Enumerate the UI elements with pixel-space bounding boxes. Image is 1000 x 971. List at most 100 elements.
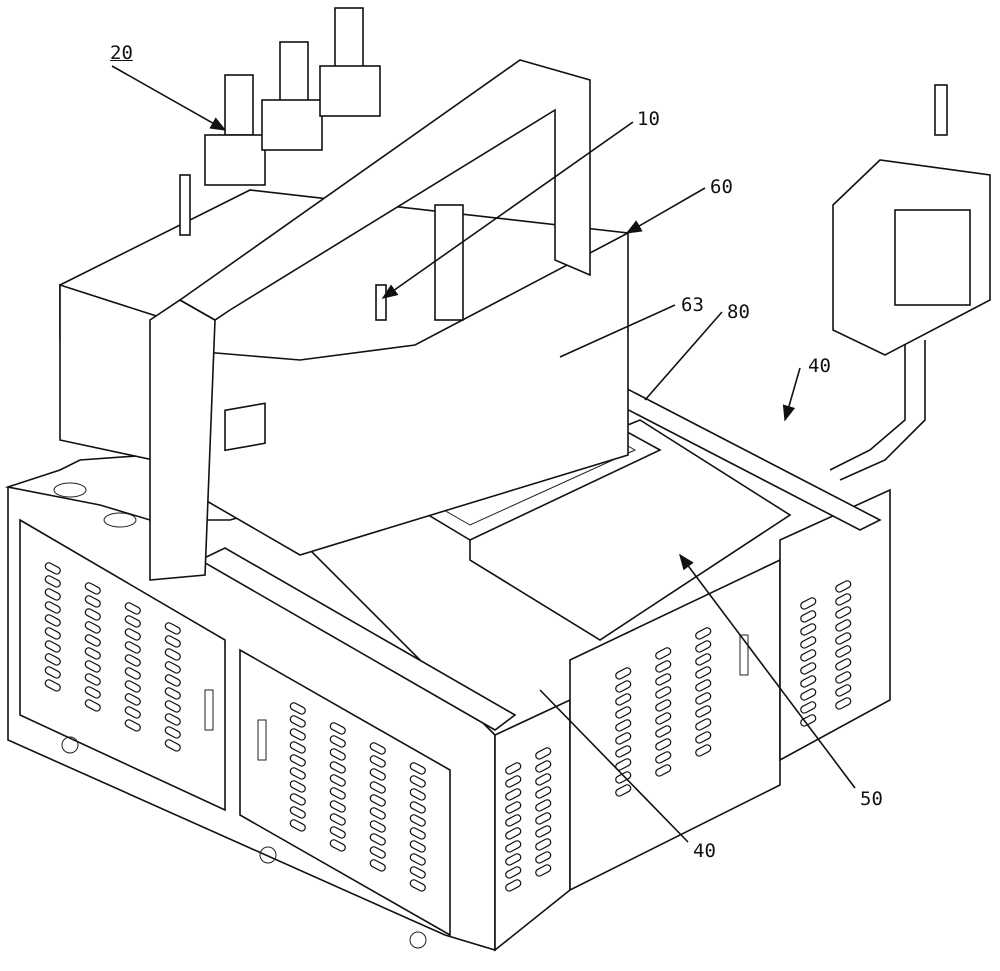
vent-slot <box>289 780 306 793</box>
vent-slot <box>695 731 712 744</box>
vent-slot <box>289 754 306 767</box>
motors <box>204 7 381 186</box>
vent-slot <box>505 762 522 775</box>
vent-slot <box>535 825 552 838</box>
vent-slot <box>44 588 61 601</box>
vent-slot <box>800 714 817 727</box>
vent-slot <box>835 619 852 632</box>
label-60: 60 <box>710 176 733 198</box>
vent-slot <box>84 686 101 699</box>
vent-slot <box>164 687 181 700</box>
vent-slot <box>84 634 101 647</box>
vent-slot <box>409 840 426 853</box>
vent-slot <box>329 748 346 761</box>
vent-slot <box>800 610 817 623</box>
vent-slot <box>505 840 522 853</box>
vent-slot <box>409 801 426 814</box>
vent-slot <box>329 774 346 787</box>
vent-slot <box>84 582 101 595</box>
vent-slot <box>835 671 852 684</box>
vent-slot <box>800 636 817 649</box>
vent-slot <box>505 866 522 879</box>
vent-slot <box>615 732 632 745</box>
vent-slot <box>124 719 141 732</box>
vent-slot <box>409 827 426 840</box>
vent-slot <box>369 859 386 872</box>
vent-slot <box>369 833 386 846</box>
vent-slot <box>44 666 61 679</box>
vent-slot <box>409 788 426 801</box>
vent-slot <box>164 700 181 713</box>
vent-slot <box>409 879 426 892</box>
vent-slot <box>84 595 101 608</box>
vent-slot <box>615 667 632 680</box>
vent-slot <box>800 675 817 688</box>
vent-slot <box>164 635 181 648</box>
vent-slot <box>369 807 386 820</box>
vent-slot <box>655 673 672 686</box>
vent-slot <box>535 786 552 799</box>
vent-slot <box>615 784 632 797</box>
vent-slot <box>615 745 632 758</box>
vent-slot <box>329 735 346 748</box>
vent-slot <box>409 775 426 788</box>
label-20: 20 <box>110 42 133 64</box>
vent-slot <box>44 562 61 575</box>
vent-slot <box>409 866 426 879</box>
label-10: 10 <box>637 108 660 130</box>
vent-slot <box>289 767 306 780</box>
vent-slot <box>655 764 672 777</box>
vent-slot <box>615 680 632 693</box>
vent-slot <box>44 640 61 653</box>
vent-slot <box>535 747 552 760</box>
vent-slot <box>695 653 712 666</box>
pin <box>375 284 387 321</box>
vent-slot <box>164 739 181 752</box>
vent-slot <box>369 781 386 794</box>
gantry-frame <box>149 59 591 581</box>
vent-slot <box>369 742 386 755</box>
vent-slot <box>84 660 101 673</box>
vent-slot <box>800 688 817 701</box>
label-40-front: 40 <box>693 840 716 862</box>
vent-slot <box>44 627 61 640</box>
vent-slot <box>44 653 61 666</box>
vent-slot <box>124 615 141 628</box>
vent-slot <box>655 647 672 660</box>
vent-slot <box>535 760 552 773</box>
vent-slot <box>369 820 386 833</box>
vent-slot <box>409 853 426 866</box>
vent-slot <box>535 864 552 877</box>
vent-slot <box>369 768 386 781</box>
vent-slot <box>655 751 672 764</box>
vent-slot <box>409 762 426 775</box>
vent-slot <box>369 755 386 768</box>
vent-slot <box>835 593 852 606</box>
control-panel <box>829 84 991 481</box>
vent-slot <box>835 606 852 619</box>
vent-slot <box>84 608 101 621</box>
label-80: 80 <box>727 301 750 323</box>
cylinder <box>434 204 464 321</box>
vent-slot <box>535 812 552 825</box>
vent-slot <box>505 775 522 788</box>
label-63: 63 <box>681 294 704 316</box>
vent-slot <box>615 693 632 706</box>
vent-slot <box>800 623 817 636</box>
vent-slot <box>655 712 672 725</box>
vent-slot <box>535 851 552 864</box>
chain-track <box>198 379 882 731</box>
vent-slot <box>44 601 61 614</box>
vent-slot <box>615 706 632 719</box>
vent-slot <box>329 800 346 813</box>
vent-slot <box>329 761 346 774</box>
vent-slot <box>84 699 101 712</box>
vent-slot <box>835 632 852 645</box>
vent-slot <box>289 741 306 754</box>
vent-slot <box>164 674 181 687</box>
vent-slot <box>835 684 852 697</box>
vent-slot <box>164 622 181 635</box>
vent-slot <box>835 697 852 710</box>
vent-slot <box>655 699 672 712</box>
vent-slot <box>615 719 632 732</box>
